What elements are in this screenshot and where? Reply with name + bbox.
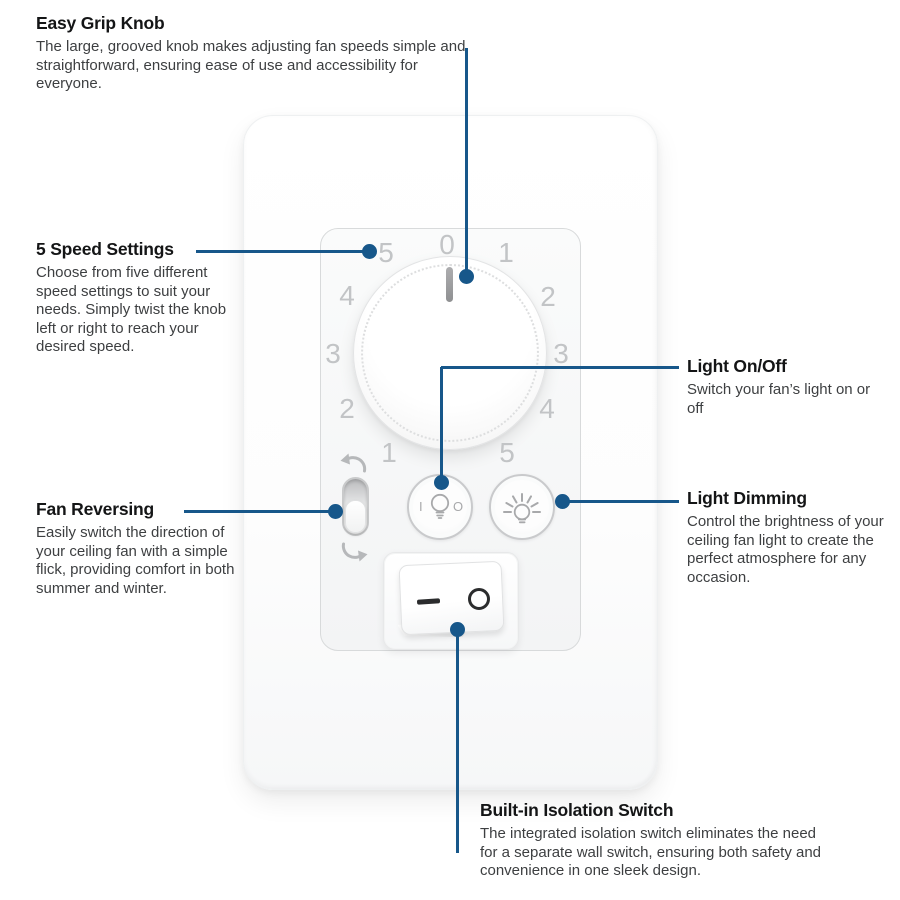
- dial-label-left-1: 1: [381, 437, 397, 468]
- dial-label-left-2: 2: [339, 393, 355, 424]
- dial-label-right-4: 4: [539, 393, 555, 424]
- callout-title: Fan Reversing: [36, 499, 154, 519]
- leader-dot-isolation-switch: [449, 621, 465, 637]
- knob-groove-ring: [361, 264, 539, 442]
- callout-title: Light Dimming: [687, 488, 807, 508]
- dial-label-right-3: 3: [553, 338, 569, 369]
- onoff-o-glyph: O: [453, 499, 463, 514]
- leader-dot-fan-reversing: [327, 503, 343, 519]
- dial-label-right-5: 5: [499, 437, 515, 468]
- knob-pointer-mark: [446, 267, 453, 302]
- leader-line-light-dimming: [562, 499, 679, 503]
- callout-title: 5 Speed Settings: [36, 239, 174, 259]
- dial-label-left-3: 3: [325, 338, 341, 369]
- leader-dot-light-dimming: [554, 493, 570, 509]
- onoff-i-glyph: I: [419, 499, 423, 514]
- leader-line-isolation-switch: [455, 629, 459, 853]
- callout-body: The integrated isolation switch eliminat…: [480, 825, 822, 880]
- callout-speed-settings: 5 Speed Settings Choose from five differ…: [36, 240, 236, 357]
- callout-light-dimming: Light Dimming Control the brightness of …: [687, 489, 887, 587]
- leader-line-light-onoff-horizontal: [441, 365, 679, 369]
- rocker-off-circle-symbol: [468, 588, 490, 610]
- callout-isolation-switch: Built-in Isolation Switch The integrated…: [480, 801, 825, 881]
- leader-dot-easy-grip: [458, 268, 474, 284]
- callout-light-onoff: Light On/Off Switch your fan’s light on …: [687, 357, 883, 418]
- fan-reverse-slider-thumb: [345, 500, 366, 533]
- callout-title: Built-in Isolation Switch: [480, 800, 674, 820]
- callout-title: Light On/Off: [687, 356, 787, 376]
- callout-body: Easily switch the direction of your ceil…: [36, 524, 235, 597]
- bulb-rays-icon: [503, 493, 541, 524]
- leader-line-speed-settings: [196, 249, 369, 253]
- light-dimming-button: [489, 474, 555, 540]
- clockwise-arrow-icon: [340, 535, 370, 564]
- dial-label-right-1: 1: [498, 237, 514, 268]
- callout-easy-grip-knob: Easy Grip Knob The large, grooved knob m…: [36, 14, 472, 94]
- leader-line-easy-grip: [464, 48, 468, 276]
- callout-title: Easy Grip Knob: [36, 13, 165, 33]
- dial-label-left-4: 4: [339, 280, 355, 311]
- leader-line-fan-reversing: [184, 509, 335, 513]
- dial-label-right-2: 2: [540, 281, 556, 312]
- callout-body: Control the brightness of your ceiling f…: [687, 513, 884, 586]
- leader-line-light-onoff-vertical: [439, 367, 443, 482]
- bulb-io-icon: I O: [419, 493, 463, 519]
- callout-body: Switch your fan’s light on or off: [687, 381, 871, 417]
- callout-body: The large, grooved knob makes adjusting …: [36, 38, 466, 93]
- callout-fan-reversing: Fan Reversing Easily switch the directio…: [36, 500, 242, 598]
- dial-label-0: 0: [439, 229, 455, 260]
- counterclockwise-arrow-icon: [338, 451, 368, 480]
- callout-body: Choose from five different speed setting…: [36, 264, 227, 356]
- light-onoff-button: I O: [407, 474, 473, 540]
- leader-dot-light-onoff: [433, 474, 449, 490]
- leader-dot-speed-settings: [361, 243, 377, 259]
- dial-label-left-5: 5: [378, 237, 394, 268]
